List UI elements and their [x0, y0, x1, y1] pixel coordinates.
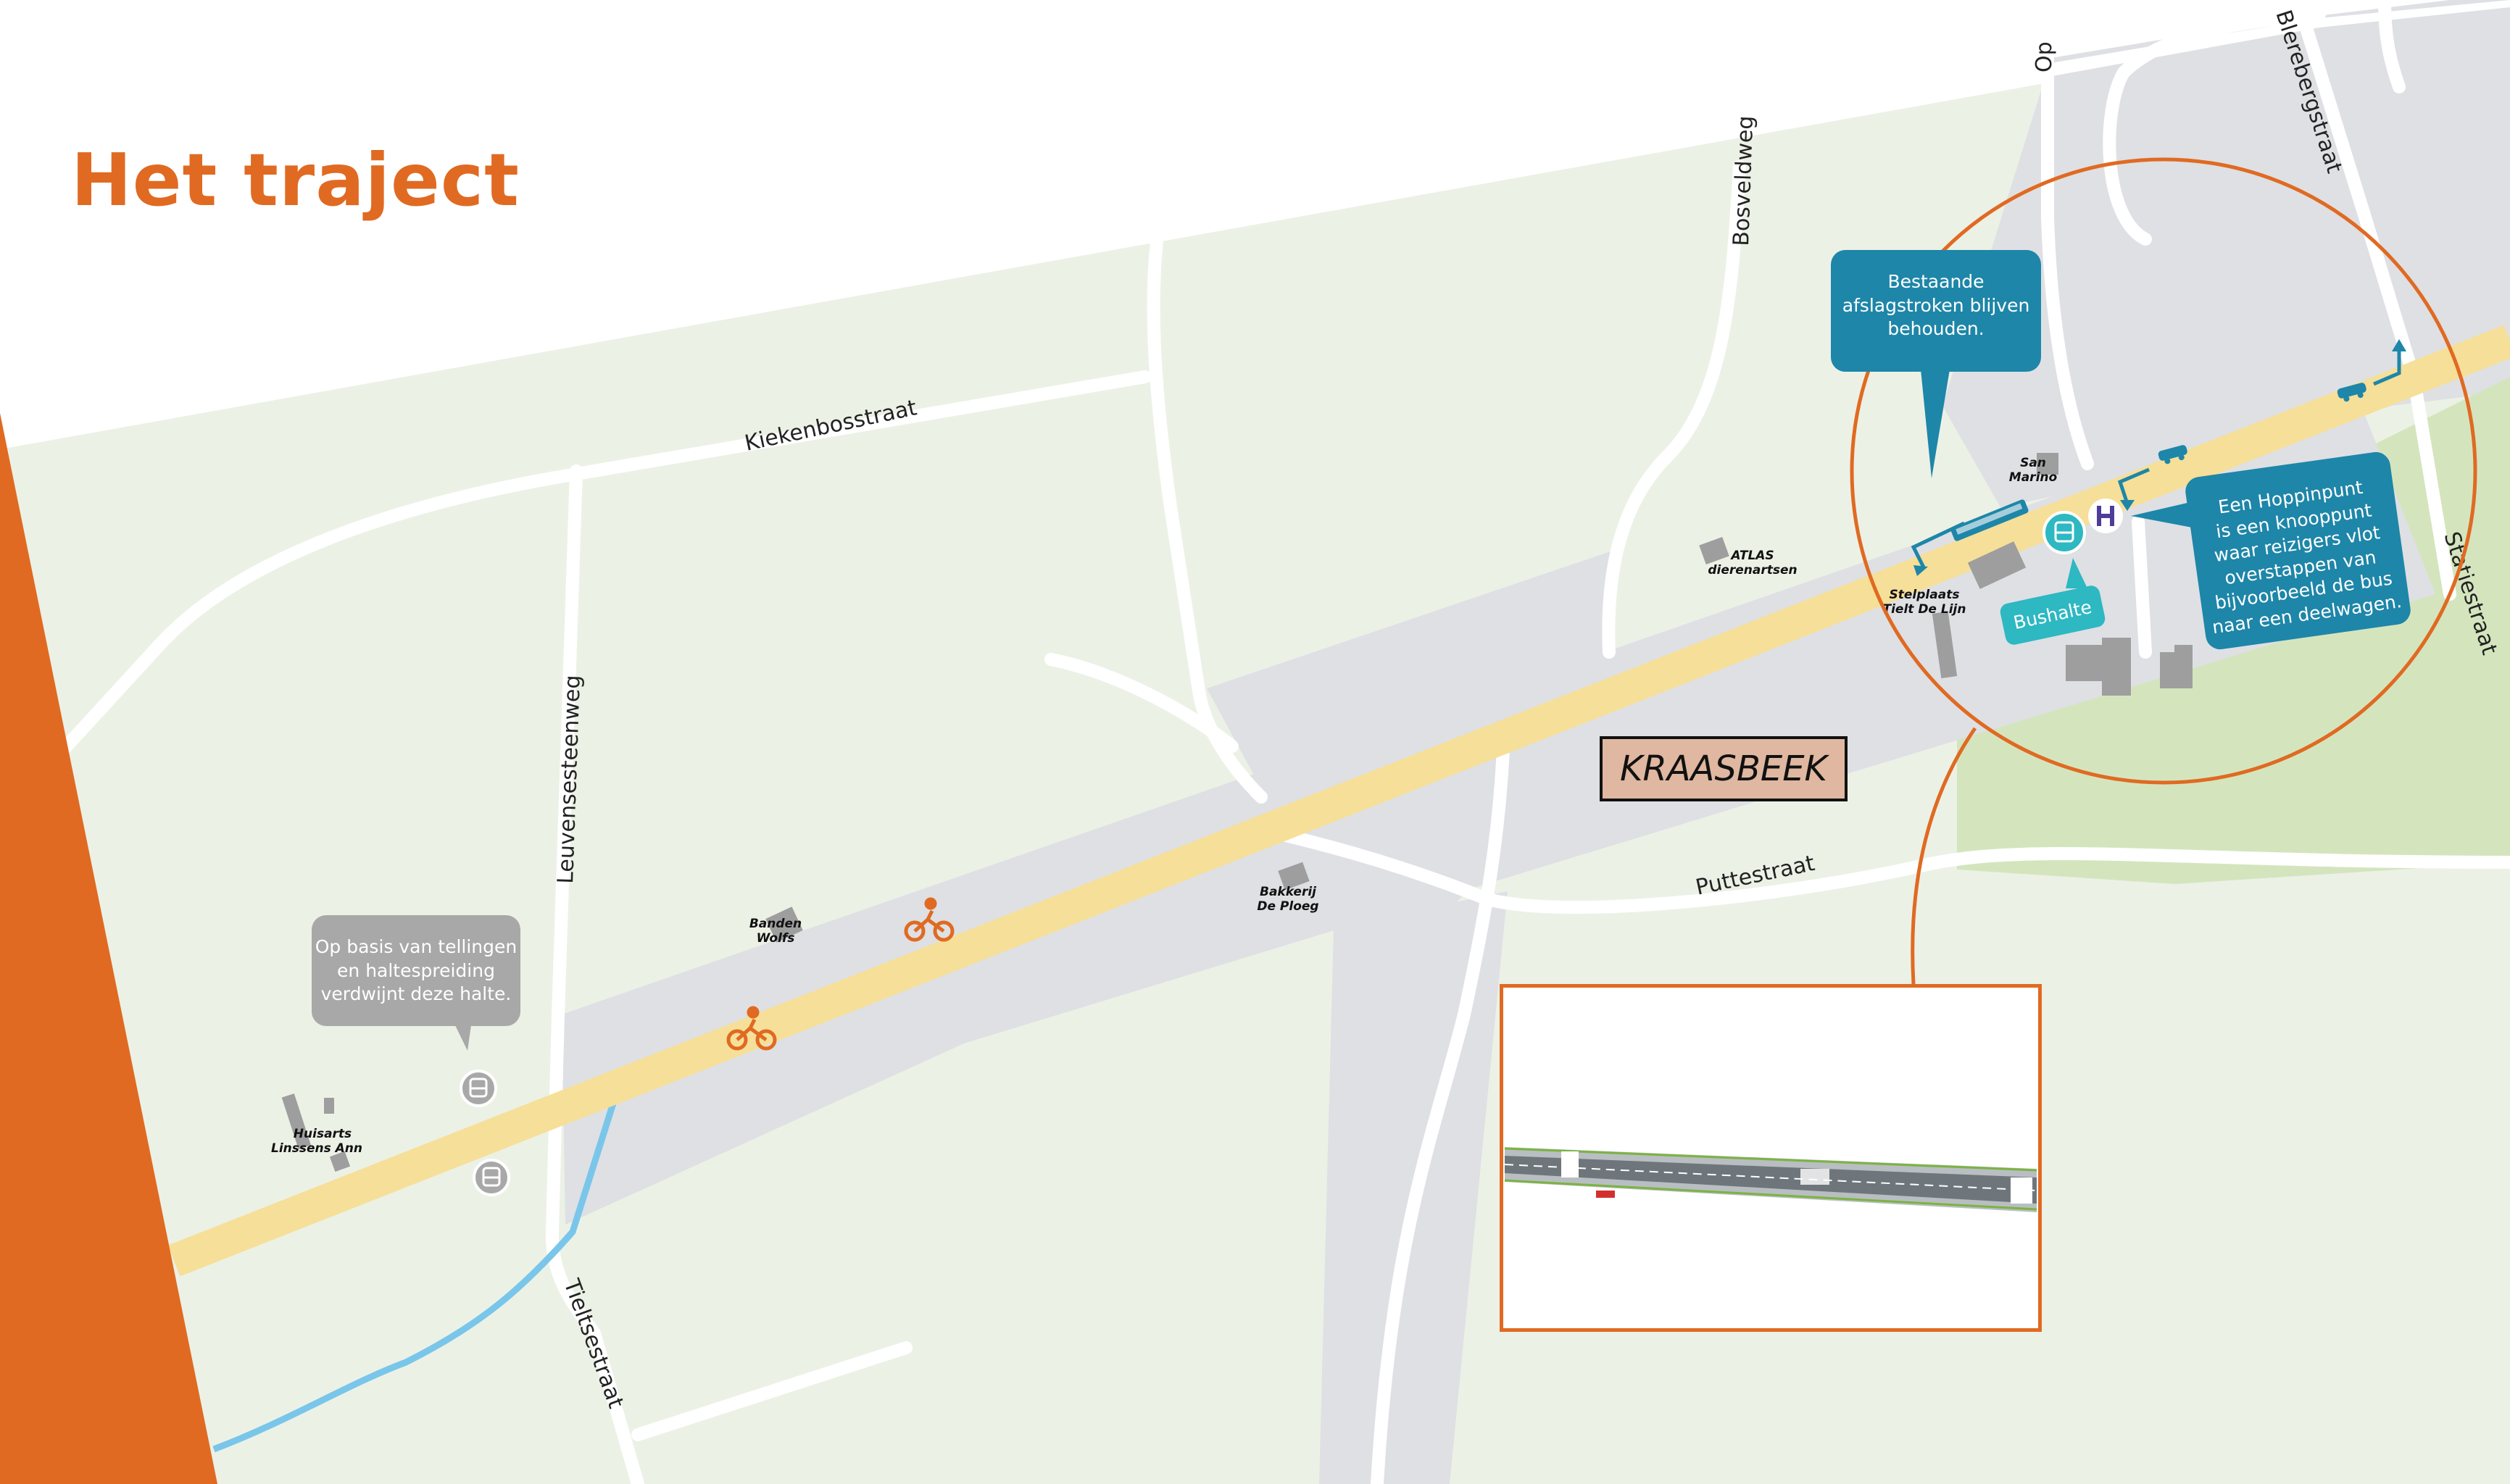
callout-line: behouden. — [1887, 318, 1985, 339]
callout-afslagstroken: Bestaande afslagstroken blijven behouden… — [1831, 250, 2041, 372]
callout-halte-removed: Op basis van tellingen en haltespreiding… — [312, 915, 520, 1026]
building — [1967, 541, 2027, 589]
building — [1699, 537, 1729, 564]
road-north — [1147, 211, 1268, 804]
building — [281, 1093, 311, 1149]
building — [1278, 862, 1310, 891]
street-label-op: Op — [2032, 41, 2057, 72]
hoppin-icon — [2088, 499, 2123, 533]
profile-edge-green — [1504, 1179, 2037, 1211]
car-icon — [2158, 445, 2187, 464]
building — [324, 1098, 334, 1114]
callout-line: afslagstroken blijven — [1842, 294, 2030, 316]
bus-stop-icon — [473, 1159, 510, 1196]
area-label-kraasbeek: KRAASBEEK — [1600, 736, 1848, 801]
road-puttestraat — [1255, 823, 2510, 914]
arrow-icon — [2117, 467, 2150, 504]
callout-line: en haltespreiding — [337, 959, 495, 981]
bicycle-icon — [904, 897, 955, 942]
arrow-icon — [1911, 521, 1966, 570]
bus-stop-icon — [460, 1070, 497, 1107]
callout-hoppinpunt: Een Hoppinpunt is een knooppunt waar rei… — [2183, 450, 2413, 651]
arrow-icon — [1913, 565, 1928, 576]
bubble-pointer — [2066, 558, 2087, 588]
callout-line: verdwijnt deze halte. — [320, 983, 512, 1004]
building — [1932, 611, 1958, 679]
zoom-connector — [1911, 727, 1977, 985]
building — [2174, 645, 2193, 688]
arrow-icon — [2392, 339, 2406, 351]
bus-icon — [1950, 499, 2029, 541]
road-profile-drawing — [1504, 1147, 2037, 1212]
bubble-pointer — [2131, 500, 2200, 529]
callout-line: Op basis van tellingen — [315, 936, 518, 957]
arrow-icon — [2120, 500, 2135, 511]
orange-edge — [0, 413, 217, 1484]
bubble-pointer — [455, 1025, 471, 1051]
road-tieltsestraat-south — [631, 1341, 913, 1441]
page-title: Het traject — [71, 138, 520, 222]
bicycle-icon — [726, 1006, 777, 1051]
road-ramp-west — [1044, 653, 1239, 753]
profile-edge-green — [1504, 1147, 2037, 1172]
profile-end-block — [2011, 1177, 2032, 1204]
bubble-pointer — [1921, 370, 1950, 478]
road-blerebergstraat — [2291, 0, 2456, 601]
road-bosveldweg — [1602, 160, 1746, 659]
waterway — [212, 1093, 620, 1453]
road-profile-inset — [1500, 984, 2042, 1332]
main-road — [167, 325, 2510, 1277]
bus-stop-icon — [2043, 511, 2086, 554]
road-corridor-connector — [2132, 515, 2152, 659]
profile-start-block — [1561, 1151, 1579, 1177]
profile-marker-red — [1596, 1191, 1615, 1198]
zoom-circle — [1850, 157, 2477, 785]
road-loop — [2103, 8, 2326, 246]
arrow-icon — [2373, 348, 2401, 386]
car-icon — [2337, 383, 2366, 402]
profile-crossing — [1800, 1169, 1829, 1185]
road-kiekenbosstraat — [0, 370, 1152, 825]
building — [2037, 453, 2058, 475]
building — [329, 1151, 351, 1172]
building — [2102, 638, 2131, 696]
callout-line: Bestaande — [1887, 271, 1985, 292]
street-label-bosveldweg: Bosveldweg — [1729, 115, 1758, 246]
road-south — [1371, 725, 1510, 1484]
road-op — [2041, 51, 2094, 470]
profile-center-line — [1504, 1164, 2037, 1191]
building — [765, 906, 803, 943]
road-leuvensesteenweg — [545, 464, 644, 1484]
profile-inner-band — [1505, 1156, 2037, 1204]
